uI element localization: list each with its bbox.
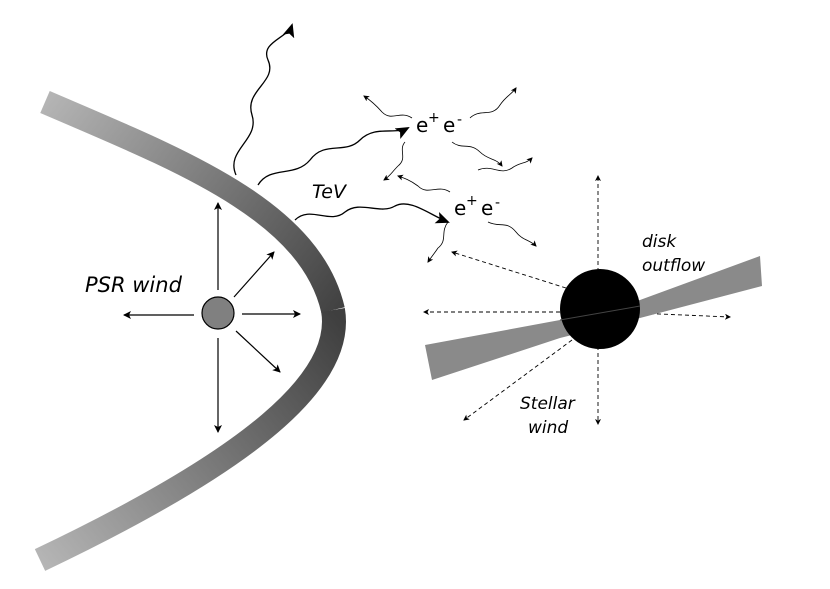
outflow-label: outflow bbox=[642, 256, 705, 276]
svg-text:-: - bbox=[495, 195, 500, 211]
svg-text:+: + bbox=[428, 110, 440, 126]
bow-shock bbox=[34, 90, 346, 571]
svg-text:e: e bbox=[443, 113, 455, 137]
svg-text:e: e bbox=[416, 113, 428, 137]
gamma-ray-paths bbox=[233, 23, 450, 224]
star-disk-overlap bbox=[559, 305, 641, 321]
massive-star bbox=[560, 269, 640, 349]
wind-label: wind bbox=[528, 418, 568, 438]
disk-label: disk bbox=[642, 232, 677, 252]
stellar-label: Stellar bbox=[520, 394, 576, 414]
psr-wind-label: PSR wind bbox=[85, 273, 183, 297]
svg-text:e: e bbox=[454, 196, 466, 220]
pulsar-wind-arrows bbox=[123, 202, 301, 433]
pair-label-top: e + e - bbox=[416, 110, 462, 137]
svg-text:e: e bbox=[481, 196, 493, 220]
svg-text:+: + bbox=[466, 193, 478, 209]
svg-text:-: - bbox=[457, 112, 462, 128]
pair-cascade-wiggles bbox=[363, 87, 537, 263]
pair-label-bottom: e + e - bbox=[454, 193, 500, 220]
pulsar bbox=[201, 296, 235, 330]
tev-label: TeV bbox=[312, 181, 348, 203]
